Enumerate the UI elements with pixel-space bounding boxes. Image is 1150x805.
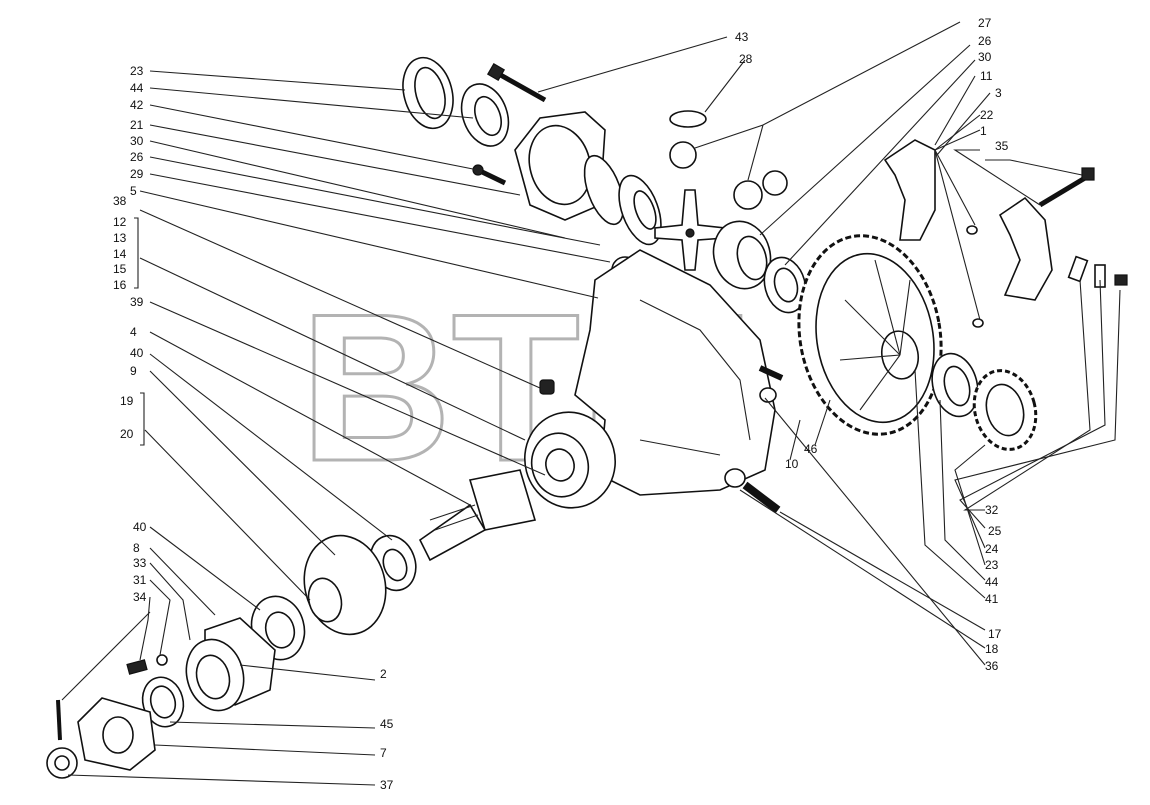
thrust-washer-part	[669, 110, 707, 128]
ring-gear-part	[797, 234, 943, 436]
callout-32: 32	[985, 503, 999, 517]
castle-nut-part	[46, 747, 78, 779]
callout-9: 9	[130, 364, 137, 378]
callout-24: 24	[985, 542, 999, 556]
bolt-part	[486, 62, 547, 103]
stud-part	[724, 365, 784, 514]
callout-20: 20	[120, 427, 134, 441]
bearing-cap-left-part	[883, 139, 936, 241]
callout-3: 3	[995, 86, 1002, 100]
callout-4: 4	[130, 325, 137, 339]
callout-23-right: 23	[985, 558, 999, 572]
callout-labels: 43 28 27 26 30 11 3 22 1 35 23 44 42 21 …	[113, 16, 1009, 792]
callout-23: 23	[130, 64, 144, 78]
seal-ring-part	[402, 56, 454, 130]
callout-1: 1	[980, 124, 987, 138]
leader-lines	[61, 21, 1121, 786]
lock-plate-part	[1067, 255, 1128, 288]
drive-flange-part	[77, 697, 156, 771]
callout-11: 11	[980, 69, 993, 83]
callout-44: 44	[130, 81, 144, 95]
callout-46: 46	[804, 442, 818, 456]
callout-44-right: 44	[985, 575, 999, 589]
callout-30-left: 30	[130, 134, 144, 148]
callout-21: 21	[130, 118, 144, 132]
pin-part	[966, 225, 978, 235]
callout-40-lower: 40	[133, 520, 147, 534]
right-bearing-part	[931, 352, 979, 418]
callout-34: 34	[133, 590, 147, 604]
callout-30: 30	[978, 50, 992, 64]
axle-housing-part	[523, 249, 776, 509]
callout-42: 42	[130, 98, 144, 112]
callout-26: 26	[978, 34, 992, 48]
cover-bolt-part	[126, 654, 168, 675]
bearing-cap-right-part	[998, 196, 1053, 301]
callout-27: 27	[978, 16, 992, 30]
bearing-part	[460, 83, 510, 147]
callout-17: 17	[988, 627, 1002, 641]
callout-40: 40	[130, 346, 144, 360]
callout-45: 45	[380, 717, 394, 731]
callout-13: 13	[113, 231, 127, 245]
callout-43: 43	[735, 30, 749, 44]
cotter-pin-part	[56, 699, 62, 741]
callout-38: 38	[113, 194, 127, 208]
callout-35: 35	[995, 139, 1009, 153]
spider-cross-part	[654, 189, 726, 271]
callout-14: 14	[113, 247, 127, 261]
bearing-cover-part	[185, 617, 276, 712]
cap-bolt-part	[1038, 167, 1095, 208]
callout-22: 22	[980, 108, 994, 122]
callout-29: 29	[130, 167, 144, 181]
callout-31: 31	[133, 573, 147, 587]
side-gear-part	[583, 154, 662, 246]
side-gear-right-part	[712, 220, 807, 314]
callout-7: 7	[380, 746, 387, 760]
callout-2: 2	[380, 667, 387, 681]
bearing-cage-part	[303, 534, 387, 636]
pin-part	[972, 318, 984, 328]
callout-12: 12	[113, 215, 127, 229]
callout-5: 5	[130, 184, 137, 198]
parts	[46, 56, 1128, 779]
callout-18: 18	[985, 642, 999, 656]
callout-36: 36	[985, 659, 999, 673]
drive-pinion-part	[418, 469, 537, 562]
callout-41: 41	[985, 592, 999, 606]
small-bolt-part	[472, 164, 507, 186]
callout-26-left: 26	[130, 150, 144, 164]
callout-8: 8	[133, 541, 140, 555]
callout-39: 39	[130, 295, 144, 309]
callout-16: 16	[113, 278, 127, 292]
adjusting-nut-part	[972, 369, 1038, 451]
breather-part	[539, 379, 555, 395]
callout-15: 15	[113, 262, 127, 276]
callout-10: 10	[785, 457, 799, 471]
callout-28: 28	[739, 52, 753, 66]
oil-seal-part	[141, 676, 185, 728]
callout-19: 19	[120, 394, 134, 408]
callout-33: 33	[133, 556, 147, 570]
callout-37: 37	[380, 778, 394, 792]
callout-25: 25	[988, 524, 1002, 538]
